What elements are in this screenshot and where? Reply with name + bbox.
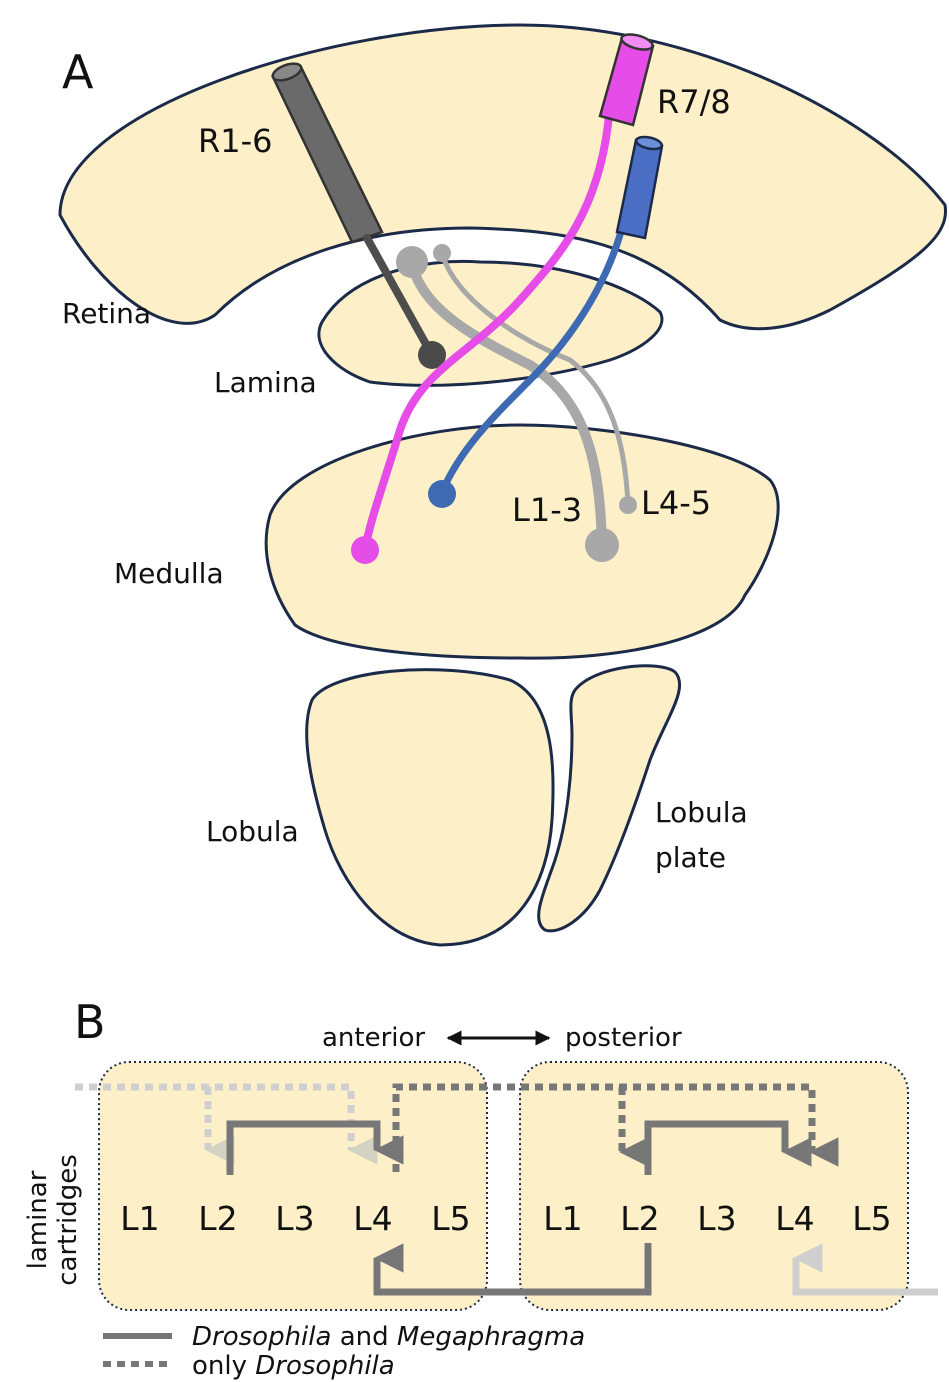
label-lobula-plate-line1: Lobula	[655, 796, 748, 829]
legend-solid-italic-1: Drosophila	[192, 1322, 331, 1352]
legend-dotted-text: only Drosophila	[192, 1351, 395, 1381]
lobula-region	[307, 670, 553, 945]
label-retina: Retina	[62, 297, 151, 330]
legend-solid-italic-2: Megaphragma	[397, 1322, 585, 1352]
label-posterior: posterior	[565, 1023, 682, 1053]
panel-a-letter: A	[62, 45, 94, 99]
legend-solid-mid: and	[331, 1322, 396, 1352]
label-r1-6: R1-6	[198, 122, 273, 160]
label-lobula-plate-line2: plate	[655, 841, 726, 874]
left-cell-l1: L1	[120, 1199, 159, 1238]
label-r7-8: R7/8	[657, 83, 731, 121]
right-cell-l4: L4	[775, 1199, 814, 1238]
label-lamina: Lamina	[214, 366, 317, 399]
right-cell-l3: L3	[697, 1199, 736, 1238]
left-cell-l3: L3	[275, 1199, 314, 1238]
legend: Drosophila and Megaphragma only Drosophi…	[103, 1322, 585, 1381]
label-anterior: anterior	[322, 1023, 425, 1053]
right-cell-l1: L1	[543, 1199, 582, 1238]
label-l1-3: L1-3	[512, 491, 582, 529]
label-l4-5: L4-5	[641, 484, 711, 522]
medulla-region	[266, 425, 778, 658]
cartridge-left	[99, 1062, 487, 1310]
label-medulla: Medulla	[114, 557, 224, 590]
ylabel-laminar: laminar	[23, 1170, 53, 1269]
panel-b-letter: B	[74, 995, 106, 1049]
left-cell-l4: L4	[353, 1199, 392, 1238]
left-cell-l2: L2	[198, 1199, 237, 1238]
label-lobula: Lobula	[206, 815, 299, 848]
legend-solid-text: Drosophila and Megaphragma	[192, 1322, 585, 1352]
ylabel-cartridges: cartridges	[53, 1154, 83, 1286]
legend-dotted-italic: Drosophila	[255, 1351, 394, 1381]
right-cell-l5: L5	[852, 1199, 891, 1238]
cartridge-right	[520, 1062, 908, 1310]
right-cell-l2: L2	[620, 1199, 659, 1238]
legend-dotted-prefix: only	[192, 1351, 255, 1381]
left-cell-l5: L5	[431, 1199, 470, 1238]
